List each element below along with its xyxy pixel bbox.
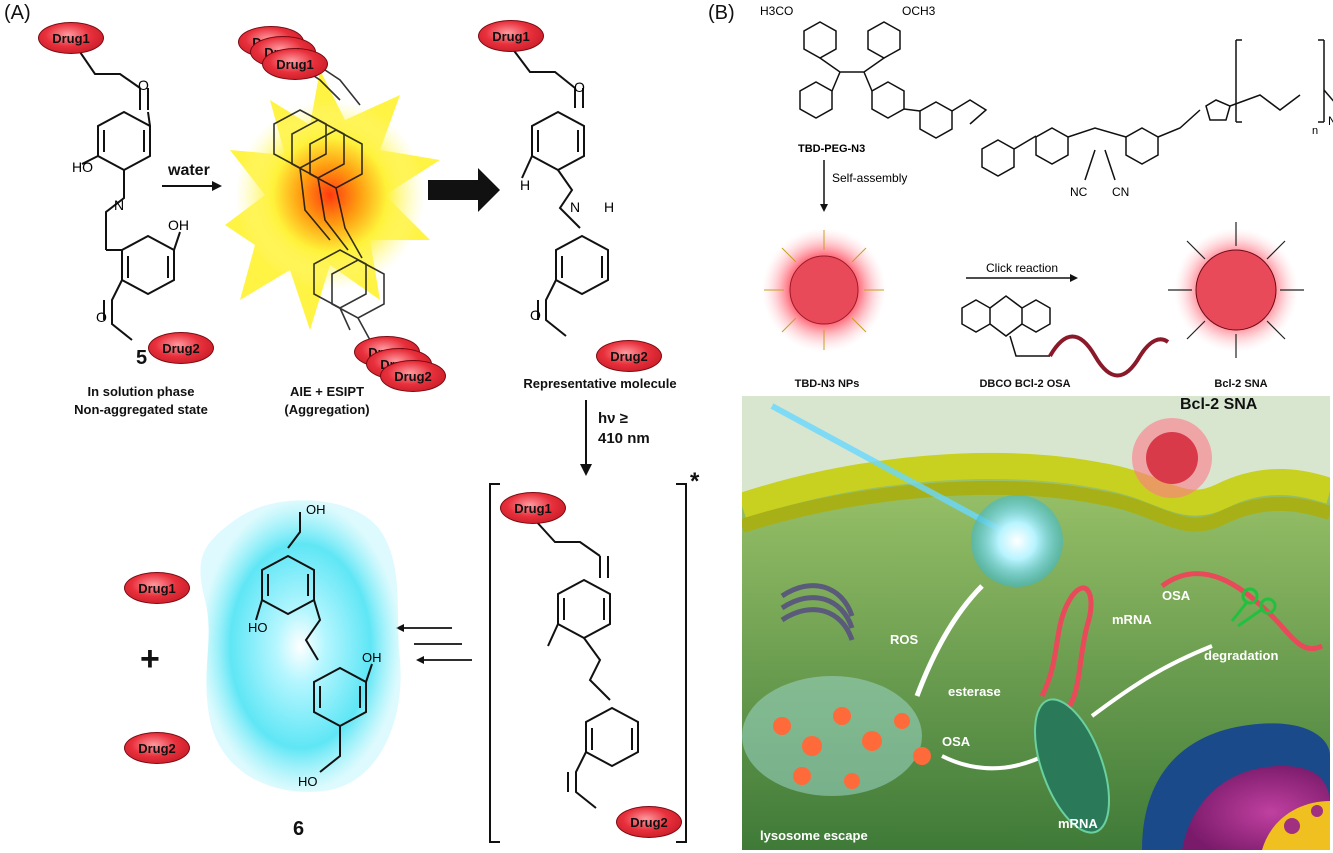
tbd-n3-nanoparticle [762,228,886,352]
nps-caption: TBD-N3 NPs [794,378,860,390]
tbd-peg-structure [799,21,1333,181]
drug2-aggregate-c: Drug2 [380,360,446,392]
atom-ho-6: HO [248,620,268,635]
panel-a-label: (A) [4,2,31,24]
label-osa-top: OSA [1162,588,1191,603]
aie-caption-1: AIE + ESIPT [289,384,365,399]
sna-caption: Bcl-2 SNA [1214,378,1268,390]
drug2-released: Drug2 [124,732,190,764]
panel-b-label: (B) [708,2,735,24]
label-mrna-top: mRNA [1112,612,1152,627]
sna-on-membrane [1132,418,1212,498]
drug1-released: Drug1 [124,572,190,604]
scissors-icon [1230,587,1277,628]
drug2-compound5: Drug2 [148,332,214,364]
golgi [780,583,855,641]
atom-oh-6a: OH [306,502,326,517]
h3co-label: H3CO [760,4,793,18]
cell-sna-title: Bcl-2 SNA [1180,396,1258,413]
drug1-compound5: Drug1 [38,22,104,54]
drug2-representative: Drug2 [596,340,662,372]
tbd-peg-label: TBD-PEG-N3 [798,143,865,155]
atom-h-rep: H [520,177,530,193]
label-osa-mid: OSA [942,734,971,749]
atom-o-rep-2: O [530,307,541,323]
bcl2-sna-particle [1168,222,1304,358]
compound-6-glow [200,500,401,792]
atom-ho-6b: HO [298,774,318,789]
drug1-representative: Drug1 [478,20,544,52]
label-esterase: esterase [948,684,1001,699]
self-assembly-label: Self-assembly [832,171,907,185]
aie-aggregate [225,59,440,341]
ros-arrow [914,584,984,697]
light-label-1: hν ≥ [598,410,628,427]
och3-label: OCH3 [902,4,936,18]
cn-label: CN [1112,185,1129,199]
label-ros: ROS [890,632,919,647]
label-degradation: degradation [1204,648,1279,663]
atom-n-1: N [114,197,124,213]
excited-molecule [534,519,639,809]
bubble-nanoparticle [971,495,1063,587]
label-mrna-bottom: mRNA [1058,816,1098,831]
dbco-osa [961,295,1170,378]
degradation-arrow [1090,644,1213,718]
panel-a-structures: O HO OH N O O H N H [72,47,687,843]
atom-o-rep: O [574,79,585,95]
atom-h-rep-2: H [604,199,614,215]
atom-oh-1: OH [168,217,189,233]
light-label-2: 410 nm [598,430,650,447]
lysosome-cluster [742,676,931,796]
dbco-caption: DBCO BCl-2 OSA [979,378,1071,390]
mrna-strand [1039,585,1094,718]
atom-o-2: O [96,309,107,325]
drug1-excited: Drug1 [500,492,566,524]
mitochondrion [1034,698,1110,834]
label-lysosome-escape: lysosome escape [760,828,868,843]
atom-o-1: O [138,77,149,93]
atom-oh-6b: OH [362,650,382,665]
representative-molecule [511,47,609,337]
nc-label: NC [1070,185,1088,199]
excited-state-bracket [489,483,687,843]
representative-caption: Representative molecule [523,376,677,391]
equilibrium-arrows [404,627,472,661]
water-label: water [168,162,210,179]
drug1-aggregate-c: Drug1 [262,48,328,80]
drug2-excited: Drug2 [616,806,682,838]
panel-b-chemistry: H3CO OCH3 TBD-PEG-N3 NC CN N3 n Self-ass… [760,4,1333,378]
light-beam [770,403,1014,539]
plus-sign: + [140,640,160,678]
aie-caption-2: (Aggregation) [284,402,370,417]
atom-ho-1: HO [72,159,93,175]
compound-6-label: 6 [293,818,305,840]
cell-illustration [742,396,1330,850]
cell-membrane [742,453,1330,519]
compound-6-structure [255,512,373,773]
aggregation-arrow [428,168,500,212]
n-sub-label: n [1312,125,1318,137]
compound-5-label: 5 [136,347,148,369]
atom-n-rep: N [570,199,580,215]
compound-5-structure [79,51,181,341]
n3-label: N3 [1328,114,1333,128]
excited-star: * [690,468,700,495]
click-reaction-label: Click reaction [986,261,1058,275]
solution-caption-2: Non-aggregated state [74,402,208,417]
solution-caption-1: In solution phase [87,384,195,399]
